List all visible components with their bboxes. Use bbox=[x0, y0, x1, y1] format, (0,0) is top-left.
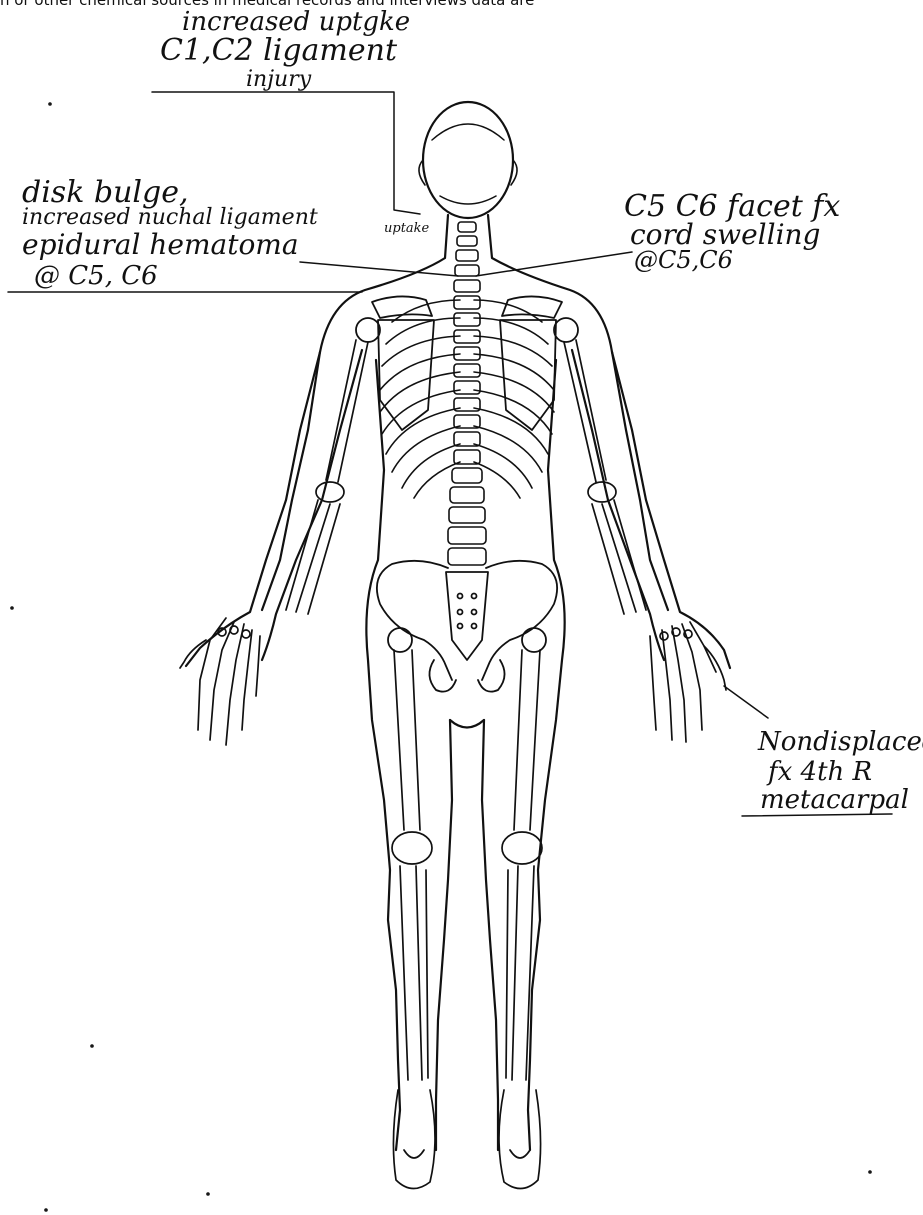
hand-line3: metacarpal bbox=[760, 785, 909, 815]
left-line2-sup: uptake bbox=[384, 221, 430, 236]
annotation-right: C5 C6 facet fx cord swelling @C5,C6 bbox=[624, 189, 840, 274]
hand-line2: fx 4th R bbox=[766, 757, 872, 787]
right-line3: @C5,C6 bbox=[634, 246, 733, 274]
left-line3: epidural hematoma bbox=[22, 228, 299, 261]
left-line2: increased nuchal ligament bbox=[22, 205, 318, 230]
annotation-hand: Nondisplaced fx 4th R metacarpal bbox=[757, 727, 923, 815]
hand-line1: Nondisplaced bbox=[757, 727, 923, 757]
left-line4: @ C5, C6 bbox=[34, 261, 158, 291]
annotation-left: disk bulge, increased nuchal ligament up… bbox=[22, 175, 430, 291]
annotation-c1c2: increased uptgke C1,C2 ligament injury bbox=[160, 7, 410, 92]
c1c2-line3: injury bbox=[246, 67, 312, 92]
c1c2-line2: C1,C2 ligament bbox=[160, 33, 398, 68]
